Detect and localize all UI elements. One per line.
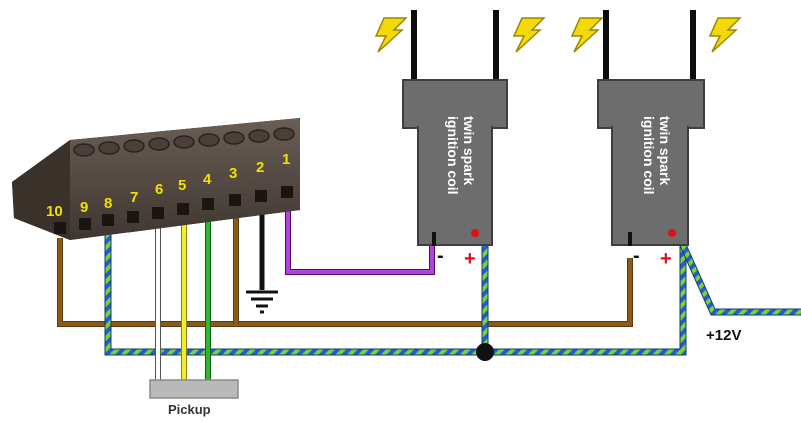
- supply-wire: [104, 232, 687, 356]
- spark-icon: [512, 17, 546, 53]
- pin-label-9: 9: [80, 199, 88, 216]
- coil-1-plus-terminal: [471, 229, 479, 237]
- pin-label-4: 4: [203, 171, 212, 188]
- pin-label-2: 2: [256, 159, 264, 176]
- spark-icon: [570, 17, 604, 53]
- coil-1-label-line2: ignition coil: [445, 116, 461, 195]
- spark-icon: [374, 17, 408, 53]
- coil-2-plus-label: +: [660, 248, 672, 270]
- purple-wire: [285, 190, 435, 275]
- wires: [57, 190, 801, 383]
- pin-label-10: 10: [46, 203, 63, 220]
- spark-icon: [708, 17, 742, 53]
- coil-1-minus-label: -: [437, 245, 444, 267]
- ignition-coil-1: twin spark ignition coil - +: [402, 10, 508, 270]
- pin-label-1: 1: [282, 151, 290, 168]
- coil-2-label-line2: ignition coil: [641, 116, 657, 195]
- pickup-connector: Pickup: [149, 379, 239, 417]
- junction-dot: [476, 343, 494, 361]
- pin-label-8: 8: [104, 195, 112, 212]
- ground-icon: [246, 290, 278, 314]
- pin-label-7: 7: [130, 189, 138, 206]
- ignition-coil-2: twin spark ignition coil - +: [597, 10, 705, 270]
- pin-label-5: 5: [178, 177, 186, 194]
- coil-2-minus-label: -: [633, 245, 640, 267]
- supply-voltage-label: +12V: [706, 327, 741, 344]
- pickup-label: Pickup: [168, 402, 211, 417]
- coil-2-plus-terminal: [668, 229, 676, 237]
- brown-wire: [57, 238, 633, 327]
- coil-2-label-line1: twin spark: [657, 116, 673, 185]
- pin-label-6: 6: [155, 181, 163, 198]
- pin-label-3: 3: [229, 165, 237, 182]
- coil-1-plus-label: +: [464, 248, 476, 270]
- terminal-block: 10 9 8 7 6 5 4 3 2 1: [12, 118, 300, 240]
- coil-1-label-line1: twin spark: [461, 116, 477, 185]
